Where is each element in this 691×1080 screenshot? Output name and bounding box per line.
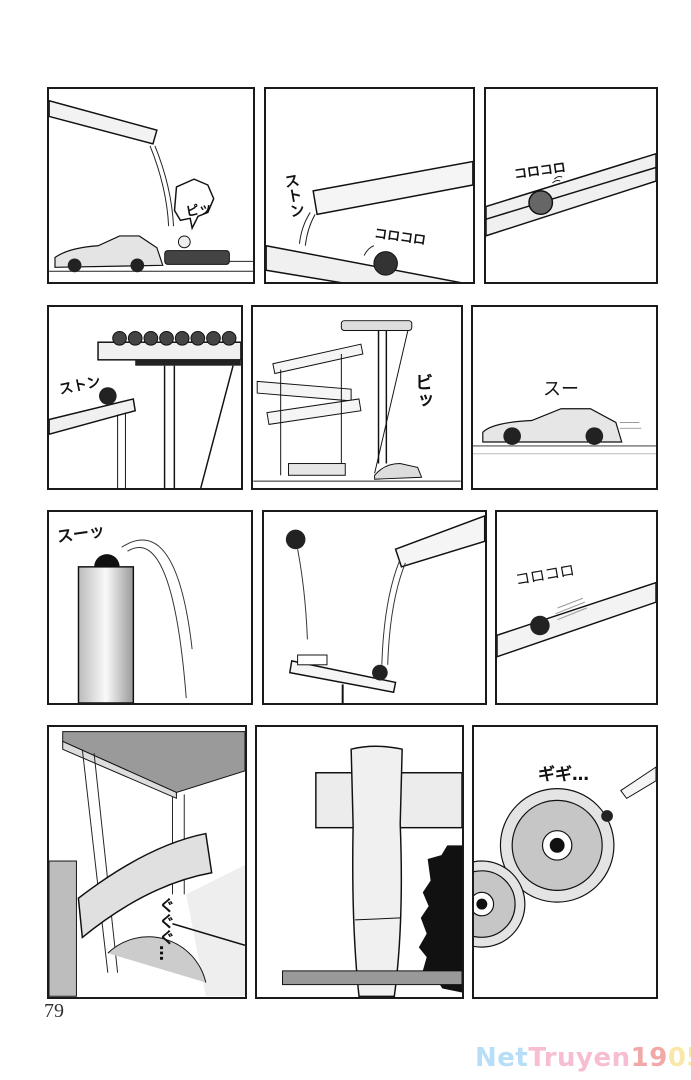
panel-10-art <box>49 731 245 997</box>
panel-6-art <box>473 408 656 455</box>
gear-small <box>474 860 526 948</box>
panel-9: コロコロ <box>495 510 658 705</box>
panel-5: ビッ <box>251 305 463 490</box>
panel-2: ストン コロコロ <box>264 87 475 284</box>
panel-4-art <box>49 330 241 488</box>
panel-1-art <box>49 99 253 273</box>
panel-7: スーッ <box>47 510 253 705</box>
panel-11 <box>255 725 464 999</box>
panel-8 <box>262 510 487 705</box>
page-number: 79 <box>44 1000 64 1022</box>
watermark: NetTruyen1905 <box>475 1043 691 1073</box>
watermark-part-19: 19 <box>630 1043 668 1073</box>
panel-11-art <box>282 745 462 997</box>
panel-5-art <box>253 320 461 482</box>
panel-12-art <box>474 766 656 948</box>
sfx-gugugu: ぐぐぐ… <box>156 897 175 961</box>
gear-large <box>499 788 615 903</box>
sfx-bi: ビッ <box>412 373 433 409</box>
watermark-part-truyen: Truyen <box>528 1043 631 1073</box>
panel-10: ぐぐぐ… <box>47 725 247 999</box>
sfx-gigi: ギギ… <box>538 765 589 785</box>
panel-2-art <box>266 160 473 282</box>
sfx-suu: スー <box>543 379 579 400</box>
watermark-part-net: Net <box>475 1043 529 1073</box>
panel-9-art <box>497 581 656 658</box>
panel-7-art <box>77 539 193 703</box>
watermark-part-05: 05 <box>667 1043 691 1073</box>
panel-3: コロコロ <box>484 87 658 284</box>
panel-8-art <box>285 515 485 703</box>
panel-4: ストン <box>47 305 243 490</box>
panel-12: ギギ… <box>472 725 658 999</box>
panel-6: スー <box>471 305 658 490</box>
panel-3-art <box>486 152 656 237</box>
panel-1: ピッ <box>47 87 255 284</box>
